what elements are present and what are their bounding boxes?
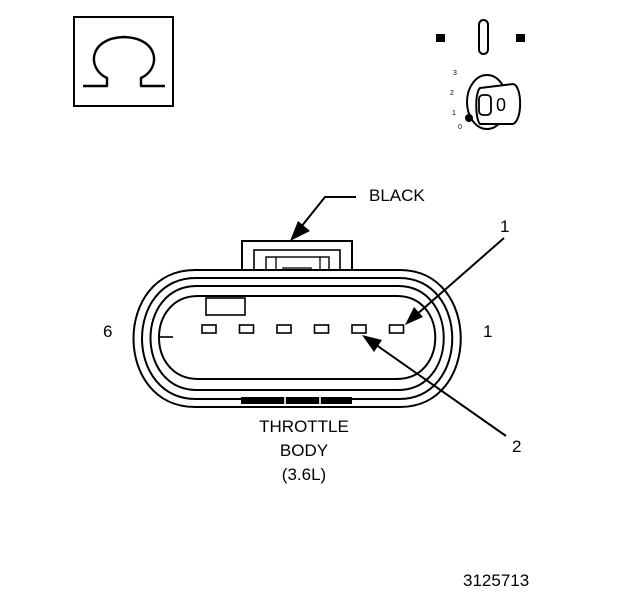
caption-line-3: (3.6L) xyxy=(281,465,327,484)
pin-1-callout-number: 1 xyxy=(500,217,510,236)
terminal-cavity-2 xyxy=(351,324,367,334)
terminal-cavity-3 xyxy=(313,324,330,334)
terminal-cavity-5 xyxy=(238,324,255,334)
callout-2-number: 2 xyxy=(512,437,522,456)
ignition-position-3: 3 xyxy=(453,70,457,77)
terminal-cavity-6 xyxy=(201,324,217,334)
terminal-row xyxy=(201,324,405,334)
ignition-position-1: 1 xyxy=(452,110,456,117)
ignition-key-label: 0 xyxy=(496,95,507,115)
callout-2-leader xyxy=(362,335,507,437)
terminal-cavity-1 xyxy=(388,324,405,334)
pin-1-callout xyxy=(405,237,505,325)
connector-body xyxy=(132,240,462,408)
right-pin-label: 1 xyxy=(483,322,493,341)
ignition-position-0: 0 xyxy=(458,124,462,131)
left-pin-label: 6 xyxy=(103,322,113,341)
caption-line-1: THROTTLE xyxy=(259,417,349,436)
connector-color-label: BLACK xyxy=(369,186,425,205)
terminal-cavity-4 xyxy=(276,324,292,334)
color-callout xyxy=(290,196,356,241)
ohm-icon xyxy=(73,16,174,107)
caption-line-2: BODY xyxy=(279,441,329,460)
figure-number: 3125713 xyxy=(463,571,530,590)
ignition-position-2: 2 xyxy=(450,90,454,97)
ignition-key-icon xyxy=(436,19,525,130)
